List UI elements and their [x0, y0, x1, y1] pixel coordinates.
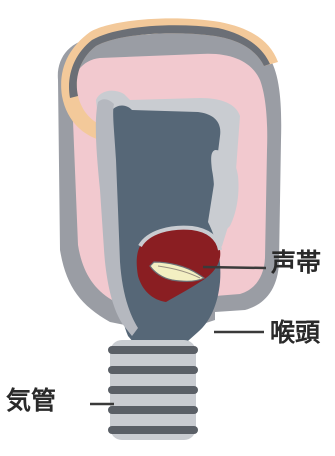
- trachea-ring: [108, 386, 198, 394]
- larynx-label: 喉頭: [270, 320, 320, 345]
- trachea-ring: [108, 366, 198, 374]
- vocal-cords-label: 声帯: [271, 250, 321, 275]
- trachea: [108, 340, 198, 440]
- trachea-ring: [108, 346, 198, 354]
- trachea-label: 気管: [6, 388, 56, 413]
- trachea-ring: [108, 426, 198, 434]
- trachea-ring: [108, 406, 198, 414]
- vocal-cords-leader: [203, 267, 266, 268]
